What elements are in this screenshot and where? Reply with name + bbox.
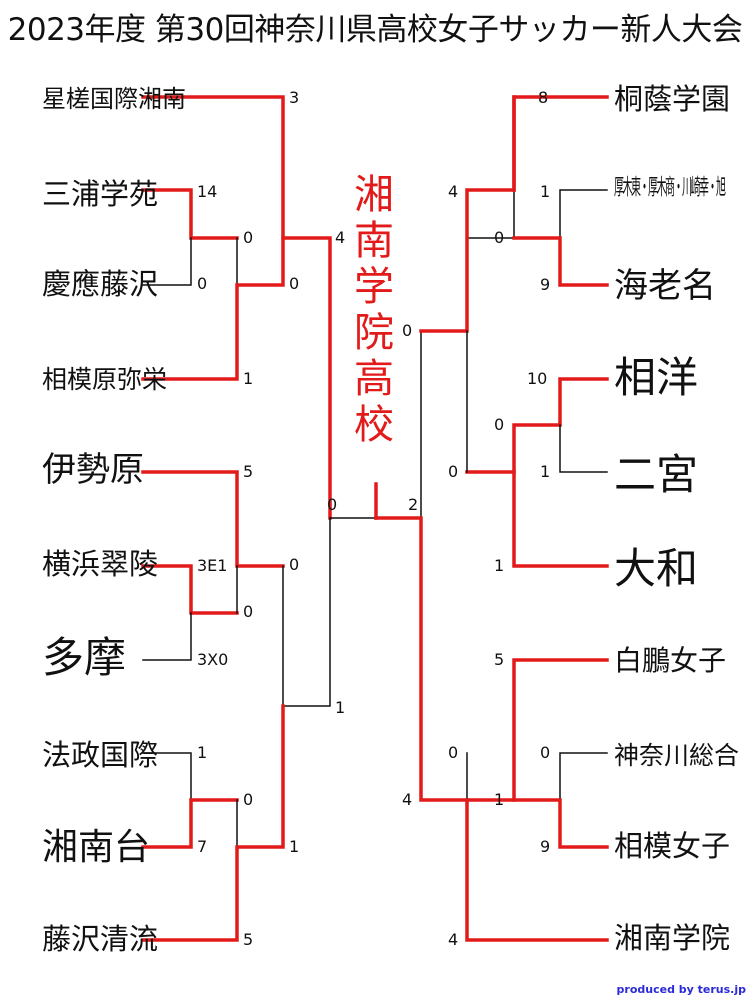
right-loser-path-atsugi xyxy=(513,189,608,239)
score: 3E1 xyxy=(197,556,228,575)
champion-char: 校 xyxy=(354,402,394,448)
champion-name: 湘 南 学 院 高 校 xyxy=(349,172,399,448)
page-title: 2023年度 第30回神奈川県高校女子サッカー新人大会 xyxy=(7,12,743,48)
score: 0 xyxy=(289,555,300,574)
team-left-9: 湘南台 xyxy=(42,827,151,868)
score: 4 xyxy=(448,182,459,201)
team-right-5: 二宮 xyxy=(614,450,699,499)
left-winner-path-yokohama-suiryo xyxy=(141,564,239,615)
score: 0 xyxy=(448,743,459,762)
team-right-6: 大和 xyxy=(614,544,699,593)
team-right-1: 桐蔭学園 xyxy=(614,82,731,116)
score: 0 xyxy=(243,602,254,621)
score: 4 xyxy=(402,790,413,809)
score: 0 xyxy=(402,321,413,340)
score: 0 xyxy=(494,228,505,247)
score: 1 xyxy=(494,556,505,575)
score: 1 xyxy=(197,743,208,762)
team-right-8: 神奈川総合 xyxy=(614,741,740,770)
score: 10 xyxy=(527,369,548,388)
champion-char: 南 xyxy=(354,218,394,264)
score: 3X0 xyxy=(197,650,229,669)
right-winner-path-soyo xyxy=(465,377,609,474)
team-left-8: 法政国際 xyxy=(42,738,159,772)
team-left-1: 星槎国際湘南 xyxy=(42,85,186,113)
team-right-7: 白鵬女子 xyxy=(614,644,727,677)
right-winner-path-ebina xyxy=(512,236,609,287)
team-left-4: 相模原弥栄 xyxy=(42,365,168,394)
score: 5 xyxy=(243,930,254,949)
champion-char: 学 xyxy=(354,264,394,310)
left-winner-path-isehara xyxy=(141,470,285,568)
score: 4 xyxy=(448,930,459,949)
score: 5 xyxy=(243,462,254,481)
team-left-6: 横浜翠陵 xyxy=(42,547,159,581)
team-left-10: 藤沢清流 xyxy=(42,922,159,956)
team-right-4: 相洋 xyxy=(614,353,699,402)
team-right-3: 海老名 xyxy=(614,266,716,306)
team-left-7: 多摩 xyxy=(42,633,127,682)
score: 9 xyxy=(540,837,551,856)
credit-text: produced by terus.jp xyxy=(616,983,746,996)
team-left-5: 伊勢原 xyxy=(42,450,144,490)
right-winner-path-sagami-joshi xyxy=(512,798,609,849)
score: 0 xyxy=(243,790,254,809)
score: 4 xyxy=(335,228,346,247)
right-winner-path-hakuho xyxy=(465,658,609,802)
team-right-9: 相模女子 xyxy=(614,829,731,863)
left-winner-path-sagamihara xyxy=(141,236,285,381)
score: 1 xyxy=(540,182,551,201)
score: 14 xyxy=(197,182,218,201)
team-right-2: 厚木東・厚木商・川崎幸・旭 xyxy=(614,176,726,201)
score: 1 xyxy=(494,790,505,809)
score: 3 xyxy=(289,88,300,107)
score: 1 xyxy=(243,369,254,388)
team-right-10: 湘南学院 xyxy=(614,921,731,955)
left-loser-path-qf2 xyxy=(282,517,331,707)
score: 1 xyxy=(289,837,300,856)
score: 8 xyxy=(538,88,549,107)
score: 0 xyxy=(289,274,300,293)
right-winner-path-shonan-gakuin xyxy=(374,516,609,942)
score: 0 xyxy=(243,228,254,247)
score: 5 xyxy=(494,650,505,669)
champion-char: 高 xyxy=(354,356,394,402)
score: 0 xyxy=(448,462,459,481)
right-loser-path-toin xyxy=(375,96,608,519)
score: 0 xyxy=(494,415,505,434)
right-loser-path-kanagawa-sogo xyxy=(513,752,608,801)
score: 0 xyxy=(197,274,208,293)
right-loser-path-ninomiya xyxy=(559,424,608,473)
champion-char: 院 xyxy=(354,310,394,356)
left-loser-path-keio xyxy=(142,237,192,286)
left-winner-path-miura xyxy=(141,188,239,240)
score: 0 xyxy=(327,495,338,514)
score: 9 xyxy=(540,275,551,294)
score: 1 xyxy=(540,462,551,481)
left-loser-path-tama xyxy=(142,612,192,661)
left-winner-path-shonandai xyxy=(141,798,239,849)
team-left-2: 三浦学苑 xyxy=(42,177,159,211)
score: 2 xyxy=(408,495,419,514)
right-winner-path-yamato xyxy=(512,470,609,568)
champion-char: 湘 xyxy=(354,172,394,218)
team-left-3: 慶應藤沢 xyxy=(42,267,159,301)
score: 7 xyxy=(197,837,208,856)
left-winner-path-fujisawa xyxy=(141,704,285,942)
right-winner-path-toin xyxy=(419,95,609,333)
score: 0 xyxy=(540,743,551,762)
score: 1 xyxy=(335,698,346,717)
